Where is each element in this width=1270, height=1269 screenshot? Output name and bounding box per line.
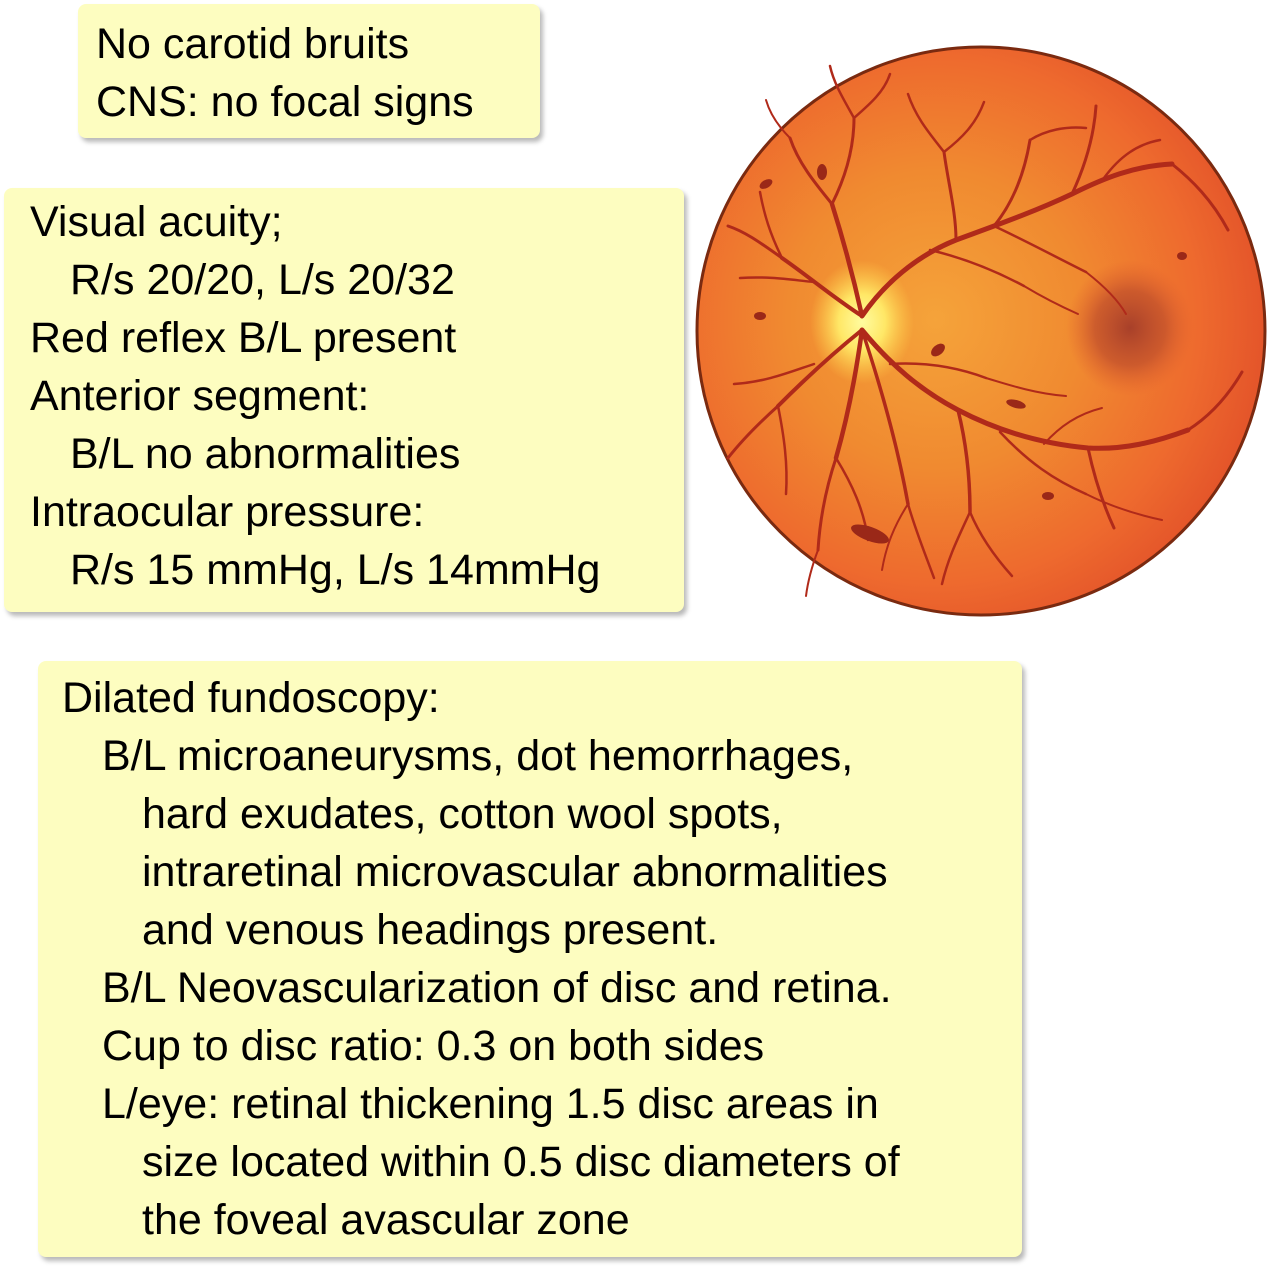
note-line: Anterior segment: bbox=[30, 372, 370, 420]
note-line: Visual acuity; bbox=[30, 198, 283, 246]
eye-exam-note: Visual acuity; R/s 20/20, L/s 20/32 Red … bbox=[4, 188, 684, 612]
dot-hemorrhages bbox=[754, 164, 1187, 544]
note-line: the foveal avascular zone bbox=[142, 1196, 630, 1244]
note-line: B/L microaneurysms, dot hemorrhages, bbox=[102, 732, 854, 780]
retinal-vessels bbox=[726, 64, 1244, 597]
fundoscopy-note: Dilated fundoscopy: B/L microaneurysms, … bbox=[38, 661, 1022, 1257]
note-line: CNS: no focal signs bbox=[96, 78, 474, 126]
note-line: B/L Neovascularization of disc and retin… bbox=[102, 964, 892, 1012]
note-line: Dilated fundoscopy: bbox=[62, 674, 440, 722]
note-line: R/s 15 mmHg, L/s 14mmHg bbox=[70, 546, 601, 594]
macula bbox=[1066, 260, 1194, 396]
note-line: No carotid bruits bbox=[96, 20, 410, 68]
note-line: L/eye: retinal thickening 1.5 disc areas… bbox=[102, 1080, 879, 1128]
note-line: R/s 20/20, L/s 20/32 bbox=[70, 256, 455, 304]
note-line: hard exudates, cotton wool spots, bbox=[142, 790, 783, 838]
note-line: and venous headings present. bbox=[142, 906, 719, 954]
exam-findings-note: No carotid bruits CNS: no focal signs bbox=[78, 4, 540, 138]
note-line: B/L no abnormalities bbox=[70, 430, 461, 478]
note-line: Red reflex B/L present bbox=[30, 314, 457, 362]
retina-fundus-illustration bbox=[695, 45, 1267, 617]
note-line: Cup to disc ratio: 0.3 on both sides bbox=[102, 1022, 765, 1070]
note-line: size located within 0.5 disc diameters o… bbox=[142, 1138, 900, 1186]
note-line: Intraocular pressure: bbox=[30, 488, 425, 536]
note-line: intraretinal microvascular abnormalities bbox=[142, 848, 888, 896]
